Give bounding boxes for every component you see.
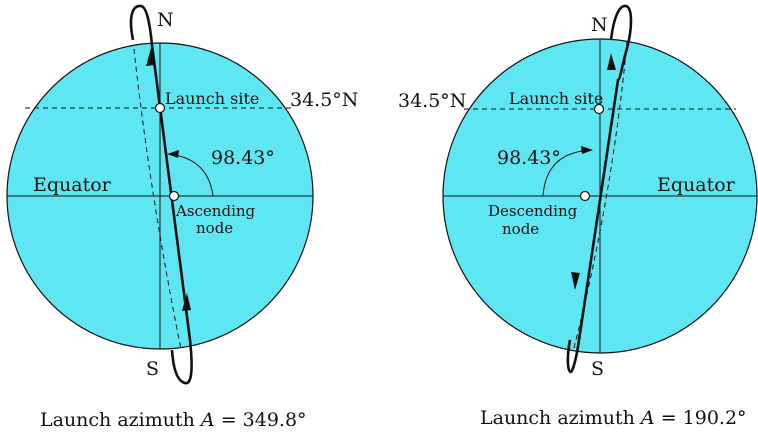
right-orbit-path <box>566 4 633 374</box>
left-launch-site-marker <box>154 102 166 114</box>
left-orbit-arrow-upper <box>146 48 155 66</box>
right-angle-arrow <box>581 146 593 154</box>
left-angle-label: 98.43° <box>211 147 275 169</box>
right-node-label-1: Descending <box>488 202 578 220</box>
left-node-label-1: Ascending <box>175 202 256 220</box>
left-north-label: N <box>157 9 174 31</box>
left-diagram: N S 34.5°N Launch site 98.43° Equator As… <box>6 4 358 385</box>
left-node-label-2: node <box>196 219 233 237</box>
left-launch-site-label: Launch site <box>165 89 259 108</box>
right-north-label: N <box>591 14 608 36</box>
right-launch-site-marker <box>593 103 605 115</box>
right-latitude-label: 34.5°N <box>398 90 466 112</box>
left-angle-arrow <box>167 150 179 158</box>
right-orbit-arrow-upper <box>607 53 616 70</box>
right-caption: Launch azimuth A = 190.2° <box>480 407 747 429</box>
right-south-label: S <box>591 358 604 380</box>
right-diagram: N S 34.5°N Launch site 98.43° Equator De… <box>398 4 758 380</box>
left-node-marker <box>168 190 180 202</box>
right-launch-site-label: Launch site <box>509 89 603 108</box>
left-equator-label: Equator <box>33 174 112 196</box>
right-node-marker <box>579 190 591 202</box>
left-caption: Launch azimuth A = 349.8° <box>40 409 307 431</box>
left-south-label: S <box>146 358 159 380</box>
left-orbit-arrow-lower <box>182 293 191 311</box>
left-latitude-label: 34.5°N <box>290 89 358 111</box>
right-orbit-arrow-lower <box>571 272 580 290</box>
left-orbit-back <box>132 43 187 349</box>
right-node-label-2: node <box>502 220 539 238</box>
right-equator-label: Equator <box>657 174 736 196</box>
right-angle-label: 98.43° <box>497 147 561 169</box>
